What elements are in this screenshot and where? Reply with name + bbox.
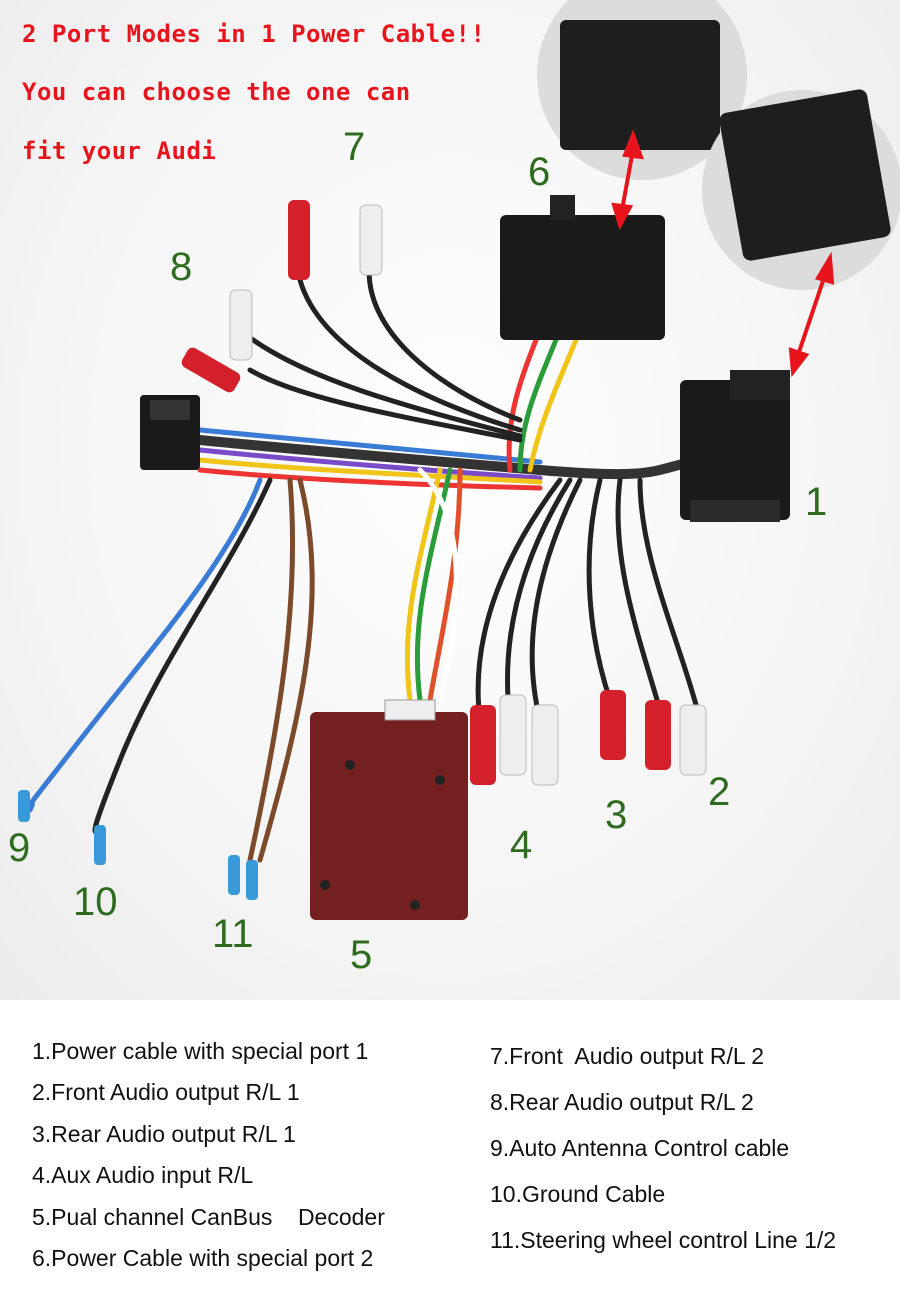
connector-6 bbox=[500, 195, 665, 340]
legend-item-2: 2.Front Audio output R/L 1 bbox=[32, 1079, 300, 1105]
left-connector bbox=[140, 395, 200, 470]
callout-9: 9 bbox=[8, 826, 31, 870]
callout-11: 11 bbox=[212, 912, 254, 956]
legend-item-10: 10.Ground Cable bbox=[490, 1181, 666, 1207]
headline-line-1: 2 Port Modes in 1 Power Cable!! bbox=[22, 20, 486, 48]
callout-2: 2 bbox=[708, 770, 731, 814]
connector-1 bbox=[680, 370, 790, 522]
legend-item-3: 3.Rear Audio output R/L 1 bbox=[32, 1121, 296, 1147]
callout-1: 1 bbox=[805, 480, 828, 524]
wire-bundle bbox=[27, 257, 705, 863]
zoom-circle-port-2 bbox=[537, 0, 747, 180]
legend-item-8: 8.Rear Audio output R/L 2 bbox=[490, 1089, 754, 1115]
callout-3: 3 bbox=[605, 793, 628, 837]
callout-8: 8 bbox=[170, 245, 193, 289]
legend-item-7: 7.Front Audio output R/L 2 bbox=[490, 1043, 765, 1069]
callout-5: 5 bbox=[350, 933, 373, 977]
callout-4: 4 bbox=[510, 823, 533, 867]
headline-line-2: You can choose the one can bbox=[22, 78, 411, 106]
legend-item-9: 9.Auto Antenna Control cable bbox=[490, 1135, 790, 1161]
rca-plugs bbox=[181, 200, 707, 786]
legend-item-11: 11.Steering wheel control Line 1/2 bbox=[490, 1227, 837, 1253]
callout-7: 7 bbox=[343, 125, 366, 169]
headline-line-3: fit your Audi bbox=[22, 137, 217, 165]
legend-item-1: 1.Power cable with special port 1 bbox=[32, 1038, 369, 1064]
product-photo bbox=[0, 0, 900, 1000]
callout-6: 6 bbox=[528, 150, 551, 194]
wiring-harness-illustration bbox=[18, 0, 900, 920]
callout-10: 10 bbox=[73, 880, 118, 924]
arrow-icon bbox=[611, 129, 835, 378]
legend-item-5: 5.Pual channel CanBus Decoder bbox=[32, 1204, 385, 1230]
legend-item-4: 4.Aux Audio input R/L bbox=[32, 1162, 254, 1188]
zoom-circle-port-1 bbox=[702, 89, 900, 290]
legend-item-6: 6.Power Cable with special port 2 bbox=[32, 1245, 374, 1271]
pin-terminals bbox=[18, 790, 258, 900]
canbus-decoder-box bbox=[310, 699, 468, 920]
